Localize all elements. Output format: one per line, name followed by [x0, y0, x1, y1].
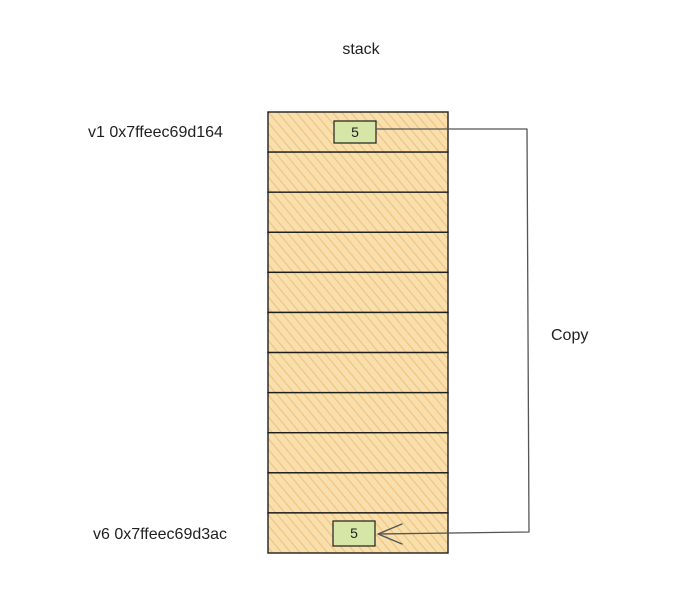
stack-title: stack: [342, 41, 380, 58]
stack-slot: [267, 231, 449, 274]
arrow-head-icon: [377, 523, 403, 545]
v6-value-box: 5: [332, 520, 376, 547]
stack-column: [267, 111, 449, 554]
v1-value: 5: [351, 124, 359, 140]
stack-slot: [267, 311, 449, 354]
stack-slot: [267, 472, 449, 514]
stack-slot: [267, 432, 449, 474]
stack-slot: [267, 351, 449, 394]
copy-label: Copy: [551, 327, 588, 344]
copy-arrow: [376, 128, 530, 545]
stack-slot: [267, 391, 449, 434]
stack-slot: [267, 151, 449, 193]
v6-label: v6 0x7ffeec69d3ac: [93, 526, 227, 543]
stack-slot: [267, 191, 449, 233]
copy-arrow-line: [376, 128, 530, 535]
v6-value: 5: [350, 525, 358, 541]
stack-slot: [267, 271, 449, 314]
v1-value-box: 5: [333, 120, 377, 144]
v1-label: v1 0x7ffeec69d164: [88, 124, 223, 141]
